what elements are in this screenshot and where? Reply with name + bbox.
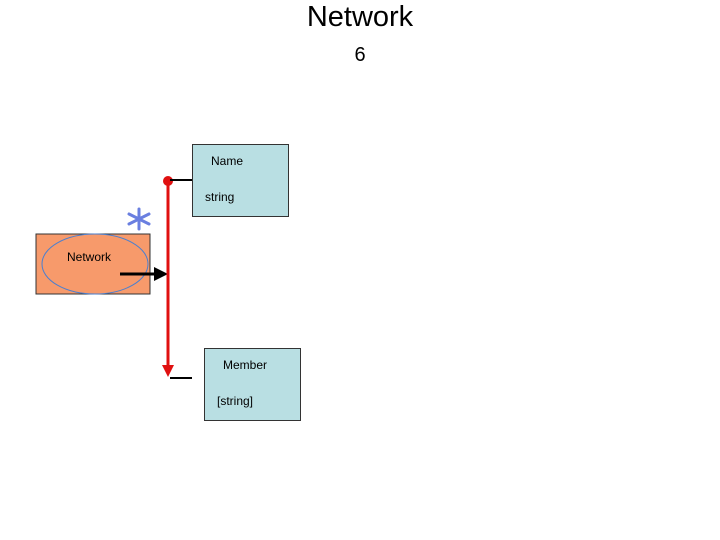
attribute-type-label: [string] xyxy=(217,394,254,408)
entity-ellipse xyxy=(41,233,149,295)
attribute-name-label: Member xyxy=(223,358,268,372)
entity-label: Network xyxy=(67,250,112,264)
attribute-type-label: string xyxy=(205,190,235,204)
asterisk-icon xyxy=(127,207,151,231)
arrow-right-icon xyxy=(154,267,168,281)
slide-number: 6 xyxy=(354,44,366,66)
connector-end-arrow xyxy=(162,365,174,377)
attribute-box-member[interactable]: Member [string] xyxy=(204,348,301,421)
attribute-name-label: Name xyxy=(211,154,244,168)
attribute-box-name[interactable]: Name string xyxy=(192,144,289,217)
connector-start-dot xyxy=(163,176,173,186)
slide-title: Network xyxy=(306,1,414,33)
